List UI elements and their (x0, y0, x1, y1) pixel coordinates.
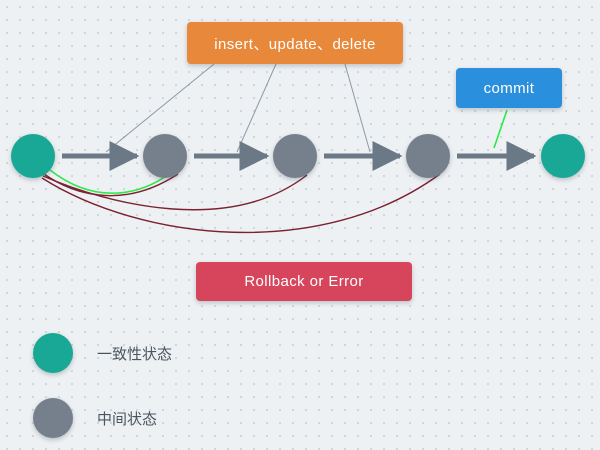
legend-dot-intermediate-icon (33, 398, 73, 438)
dml-connector-2 (236, 63, 277, 153)
rollback-curve-n3 (42, 174, 308, 211)
node-consistent-end[interactable] (541, 134, 585, 178)
commit-line-from-box (493, 109, 508, 149)
commit-box[interactable]: commit (456, 68, 562, 108)
dml-connector-3 (344, 63, 371, 153)
rollback-or-error-box[interactable]: Rollback or Error (196, 262, 412, 301)
commit-curve-n1-n2 (49, 169, 173, 194)
legend-label-intermediate: 中间状态 (97, 409, 158, 428)
rollback-curve-n4 (41, 173, 441, 234)
node-intermediate-2[interactable] (273, 134, 317, 178)
node-consistent-start[interactable] (11, 134, 55, 178)
dml-operations-box[interactable]: insert、update、delete (187, 22, 403, 64)
node-intermediate-3[interactable] (406, 134, 450, 178)
legend-item-intermediate: 中间状态 (33, 398, 157, 438)
dml-connector-1 (105, 63, 215, 153)
commit-paths (49, 109, 508, 194)
legend-item-consistent: 一致性状态 (33, 333, 172, 373)
node-intermediate-1[interactable] (143, 134, 187, 178)
rollback-paths (41, 173, 441, 234)
dml-connector-lines (105, 63, 371, 153)
legend-dot-consistent-icon (33, 333, 73, 373)
legend-label-consistent: 一致性状态 (97, 344, 173, 363)
